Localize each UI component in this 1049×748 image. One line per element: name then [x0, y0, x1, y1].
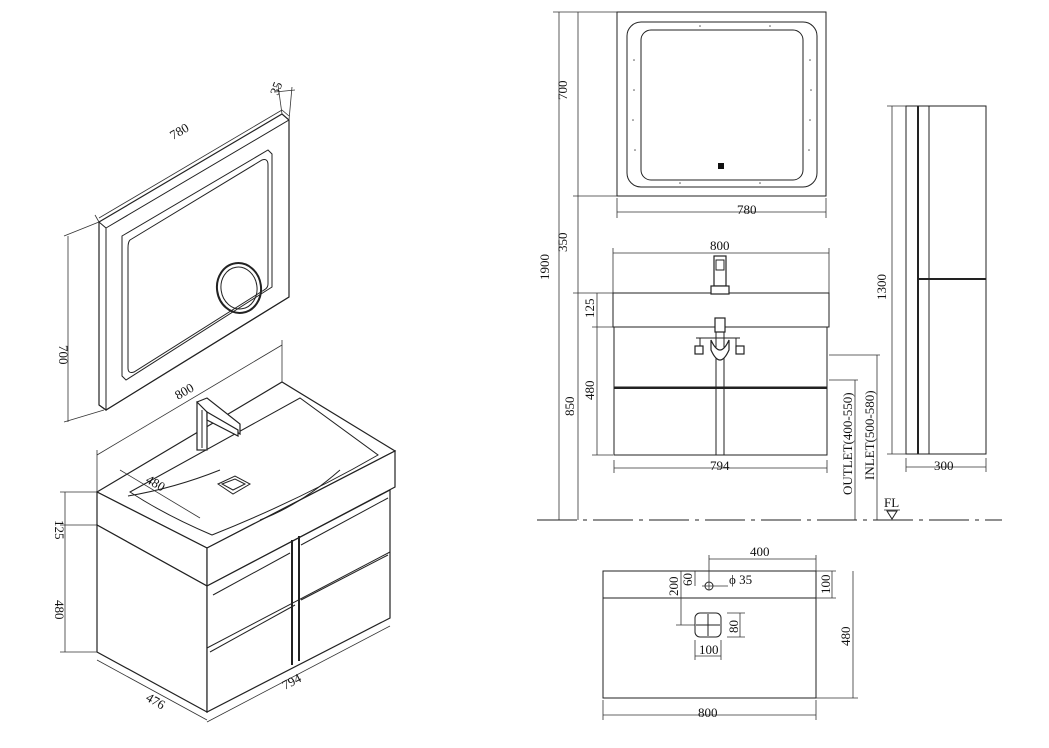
drain-square [216, 475, 252, 495]
plan-drain-size: 80 [726, 620, 741, 633]
side-height: 1300 [874, 274, 889, 300]
magnifier-circle [215, 262, 263, 314]
front-faucet [694, 255, 745, 455]
front-basin-width: 800 [710, 238, 730, 253]
iso-mirror-depth: 35 [267, 80, 286, 97]
iso-faucet [195, 397, 241, 451]
plan-d200: 200 [666, 577, 681, 597]
iso-cabinet-depth: 476 [144, 690, 169, 713]
iso-mirror-height: 700 [56, 345, 71, 365]
front-mirror-height: 700 [555, 81, 570, 101]
front-cabinet-width: 794 [710, 458, 730, 473]
plan-d100-top: 100 [818, 575, 833, 595]
side-cabinet: 1300 300 [874, 105, 987, 473]
iso-top-height: 125 [52, 520, 67, 540]
iso-top-width: 800 [172, 380, 196, 403]
plan-hole-offset: 400 [750, 544, 770, 559]
outlet-label: OUTLET(400-550) [840, 392, 855, 495]
plan-view: ϕ 35 400 200 60 100 480 80 100 800 [602, 544, 858, 720]
front-cabinet-height: 480 [582, 381, 597, 401]
iso-mirror [98, 113, 290, 411]
touch-switch [718, 163, 724, 169]
iso-cabinet-height: 480 [52, 600, 67, 620]
plan-top [602, 570, 817, 699]
front-mirror-width: 780 [737, 202, 757, 217]
front-mount-height: 850 [562, 397, 577, 417]
iso-mirror-width: 780 [167, 120, 191, 143]
front-mirror-led [626, 21, 818, 188]
plan-width: 800 [698, 705, 718, 720]
plan-d60: 60 [680, 573, 695, 586]
front-elevation: 780 700 1900 350 125 480 850 800 794 [537, 11, 1002, 521]
front-total-height: 1900 [537, 254, 552, 280]
led-dots [632, 25, 812, 184]
side-depth: 300 [934, 458, 954, 473]
plan-depth: 480 [838, 627, 853, 647]
front-mirror [616, 11, 827, 197]
inlet-label: INLET(500-580) [862, 390, 877, 480]
plan-drain-width: 100 [699, 642, 719, 657]
floor-marker [886, 510, 898, 520]
isometric-view: 780 35 700 [52, 80, 397, 723]
iso-cabinet [96, 489, 391, 714]
tap-hole-label: ϕ 35 [729, 572, 752, 587]
front-top-height: 125 [582, 299, 597, 319]
front-gap: 350 [555, 233, 570, 253]
floor-label: FL [884, 495, 899, 510]
